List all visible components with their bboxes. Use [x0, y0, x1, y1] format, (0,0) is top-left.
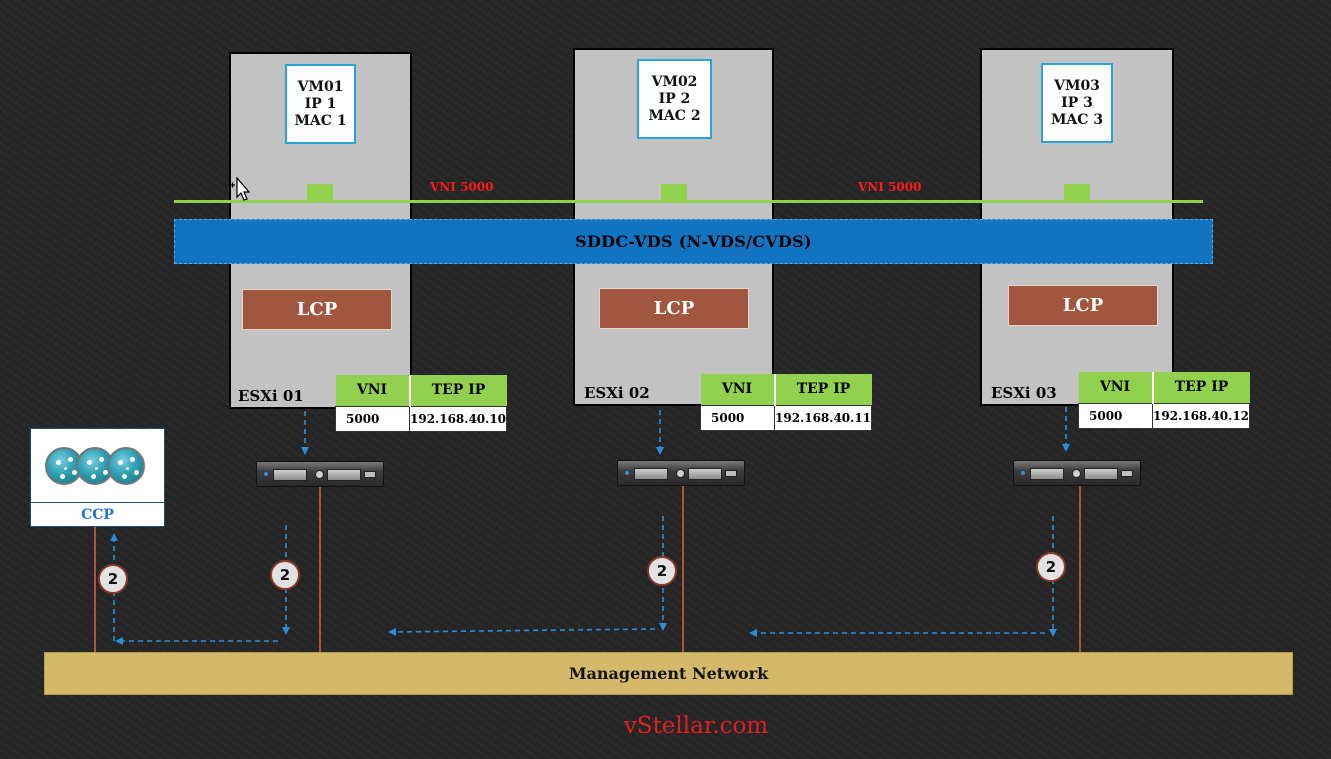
server-icon: [256, 461, 384, 487]
col-header-tep-ip: TEP IP: [1152, 372, 1250, 403]
management-network-bar: Management Network: [44, 652, 1293, 695]
logical-segment-line: [174, 200, 1203, 203]
vm01-segment-port: [307, 184, 333, 202]
vm-ip: IP 2: [658, 90, 691, 107]
lcp-label: LCP: [1062, 295, 1104, 316]
vm-mac: MAC 2: [648, 107, 701, 124]
vm-name: VM01: [297, 78, 344, 95]
cell-vni: 5000: [335, 405, 410, 432]
server-icon: [617, 460, 745, 486]
mouse-cursor-icon: [230, 177, 251, 201]
step-badge-host01: 2: [270, 560, 300, 590]
vm-box-03: VM03 IP 3 MAC 3: [1041, 63, 1113, 143]
host02-report-left: [388, 627, 656, 636]
vni-label-right: VNI 5000: [858, 180, 922, 194]
col-header-vni: VNI: [1078, 372, 1154, 403]
vds-label: SDDC-VDS (N-VDS/CVDS): [575, 232, 812, 251]
tep-table-03: VNI TEP IP 5000 192.168.40.12: [1078, 372, 1251, 429]
step-badge-host02: 2: [647, 556, 677, 586]
host-label-02: ESXi 02: [584, 384, 650, 402]
col-header-vni: VNI: [335, 375, 411, 406]
server-icon: [1013, 460, 1141, 486]
lcp-box-03: LCP: [1008, 285, 1158, 326]
ccp-box: CCP: [30, 428, 165, 527]
lcp-label: LCP: [653, 298, 695, 319]
col-header-tep-ip: TEP IP: [774, 374, 872, 405]
vm-box-01: VM01 IP 1 MAC 1: [285, 64, 356, 144]
management-network-label: Management Network: [568, 664, 769, 683]
ccp-label: CCP: [31, 502, 164, 526]
vm-ip: IP 1: [304, 95, 337, 112]
vm-name: VM03: [1054, 77, 1100, 94]
tep-table-01: VNI TEP IP 5000 192.168.40.10: [335, 375, 508, 432]
host-label-01: ESXi 01: [238, 387, 304, 405]
cell-vni: 5000: [700, 404, 775, 431]
vni-label-left: VNI 5000: [430, 180, 494, 194]
col-header-tep-ip: TEP IP: [409, 375, 507, 406]
vm-ip: IP 3: [1061, 94, 1093, 111]
tep-table-02: VNI TEP IP 5000 192.168.40.11: [700, 374, 873, 431]
host-label-03: ESXi 03: [991, 384, 1057, 402]
cell-vni: 5000: [1078, 402, 1153, 429]
lcp-label: LCP: [296, 299, 338, 320]
vm03-segment-port: [1064, 184, 1090, 202]
sddc-vds-bar: SDDC-VDS (N-VDS/CVDS): [174, 219, 1213, 264]
cell-tep-ip: 192.168.40.11: [773, 404, 873, 431]
cell-tep-ip: 192.168.40.12: [1151, 402, 1251, 429]
step-badge-ccp: 2: [98, 564, 128, 594]
cell-tep-ip: 192.168.40.10: [408, 405, 508, 432]
lcp-box-02: LCP: [599, 288, 749, 329]
vm-mac: MAC 1: [294, 112, 347, 129]
vm02-segment-port: [661, 184, 687, 202]
brand-watermark: vStellar.com: [623, 713, 769, 739]
vm-box-02: VM02 IP 2 MAC 2: [637, 59, 712, 139]
lcp-box-01: LCP: [242, 289, 392, 330]
vm-mac: MAC 3: [1050, 111, 1104, 128]
col-header-vni: VNI: [700, 374, 776, 405]
vm-name: VM02: [651, 73, 698, 90]
network-controller-icon: [107, 447, 145, 485]
step-badge-host03: 2: [1036, 552, 1066, 582]
